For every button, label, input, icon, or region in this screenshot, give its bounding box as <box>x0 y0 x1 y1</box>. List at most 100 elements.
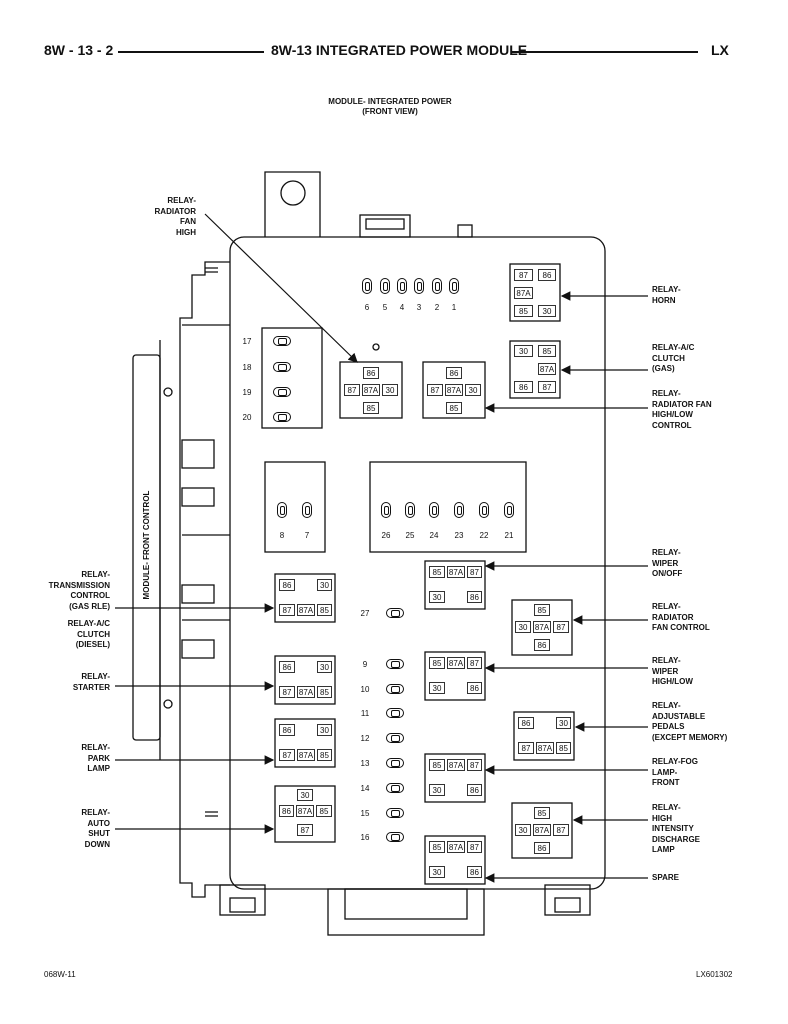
pin-85: 85 <box>534 604 550 616</box>
fuse-label: 11 <box>360 709 370 718</box>
pin-85: 85 <box>514 305 533 317</box>
pin-86: 86 <box>534 639 550 651</box>
fuse-17 <box>273 336 291 346</box>
pin-87: 87 <box>467 841 482 853</box>
pin-87: 87 <box>467 657 482 669</box>
pin-85: 85 <box>316 805 332 817</box>
fuse-label: 25 <box>405 531 415 540</box>
fuse-label: 13 <box>360 759 370 768</box>
fuse-label: 5 <box>382 303 388 312</box>
pin-87a: 87A <box>447 841 465 853</box>
pin-85: 85 <box>317 604 332 616</box>
fuse-23 <box>454 502 464 518</box>
pin-30: 30 <box>317 579 332 591</box>
pin-87: 87 <box>518 742 534 754</box>
fuse-3 <box>414 278 424 294</box>
pin-85: 85 <box>534 807 550 819</box>
fuse-25 <box>405 502 415 518</box>
fuse-label: 15 <box>360 809 370 818</box>
fuse-11 <box>386 708 404 718</box>
fuse-15 <box>386 808 404 818</box>
pin-86: 86 <box>518 717 534 729</box>
pin-87: 87 <box>467 759 482 771</box>
pin-85: 85 <box>429 841 445 853</box>
fuse-label: 12 <box>360 734 370 743</box>
pin-87a: 87A <box>536 742 554 754</box>
pin-86: 86 <box>279 724 295 736</box>
pin-87a: 87A <box>362 384 380 396</box>
fuse-9 <box>386 659 404 669</box>
pin-86: 86 <box>279 661 295 673</box>
fuse-label: 9 <box>362 660 368 669</box>
pin-30: 30 <box>429 866 445 878</box>
fuse-label: 23 <box>454 531 464 540</box>
pin-30: 30 <box>515 621 531 633</box>
label-horn: RELAY-HORN <box>652 285 681 305</box>
page-title: 8W-13 INTEGRATED POWER MODULE <box>271 42 528 58</box>
pin-87a: 87A <box>538 363 556 375</box>
header-rule-right <box>512 51 698 53</box>
fuse-label: 16 <box>360 833 370 842</box>
pin-86: 86 <box>446 367 462 379</box>
pin-30: 30 <box>538 305 556 317</box>
view-title-line1: MODULE- INTEGRATED POWER <box>328 97 452 106</box>
pin-87: 87 <box>538 381 556 393</box>
pin-87: 87 <box>553 621 569 633</box>
pin-87a: 87A <box>447 759 465 771</box>
fuse-10 <box>386 684 404 694</box>
pin-30: 30 <box>429 591 445 603</box>
fuse-4 <box>397 278 407 294</box>
fuse-6 <box>362 278 372 294</box>
fuse-label: 18 <box>242 363 252 372</box>
fuse-label: 2 <box>434 303 440 312</box>
fuse-16 <box>386 832 404 842</box>
pin-87: 87 <box>427 384 443 396</box>
pin-86: 86 <box>467 682 482 694</box>
fuse-1 <box>449 278 459 294</box>
fuse-12 <box>386 733 404 743</box>
pin-87a: 87A <box>514 287 533 299</box>
pin-86: 86 <box>467 866 482 878</box>
figure-code-right: LX601302 <box>696 970 733 979</box>
figure-code-left: 068W-11 <box>44 970 76 979</box>
pin-86: 86 <box>467 591 482 603</box>
fuse-label: 22 <box>479 531 489 540</box>
pin-86: 86 <box>534 842 550 854</box>
pin-30: 30 <box>465 384 481 396</box>
fuse-13 <box>386 758 404 768</box>
fuse-label: 17 <box>242 337 252 346</box>
pin-86: 86 <box>363 367 379 379</box>
pin-86: 86 <box>538 269 556 281</box>
fuse-19 <box>273 387 291 397</box>
fuse-label: 6 <box>364 303 370 312</box>
fuse-24 <box>429 502 439 518</box>
pin-86: 86 <box>514 381 533 393</box>
fuse-label: 1 <box>451 303 457 312</box>
fuse-label: 26 <box>381 531 391 540</box>
fuse-7 <box>302 502 312 518</box>
fuse-22 <box>479 502 489 518</box>
fuse-label: 20 <box>242 413 252 422</box>
pin-85: 85 <box>363 402 379 414</box>
fuse-27 <box>386 608 404 618</box>
pin-85: 85 <box>446 402 462 414</box>
pin-30: 30 <box>514 345 533 357</box>
view-title-line2: (FRONT VIEW) <box>362 107 418 116</box>
pin-87: 87 <box>514 269 533 281</box>
fuse-label: 8 <box>279 531 285 540</box>
pin-85: 85 <box>556 742 571 754</box>
fuse-21 <box>504 502 514 518</box>
pin-30: 30 <box>297 789 313 801</box>
pin-87a: 87A <box>297 604 315 616</box>
